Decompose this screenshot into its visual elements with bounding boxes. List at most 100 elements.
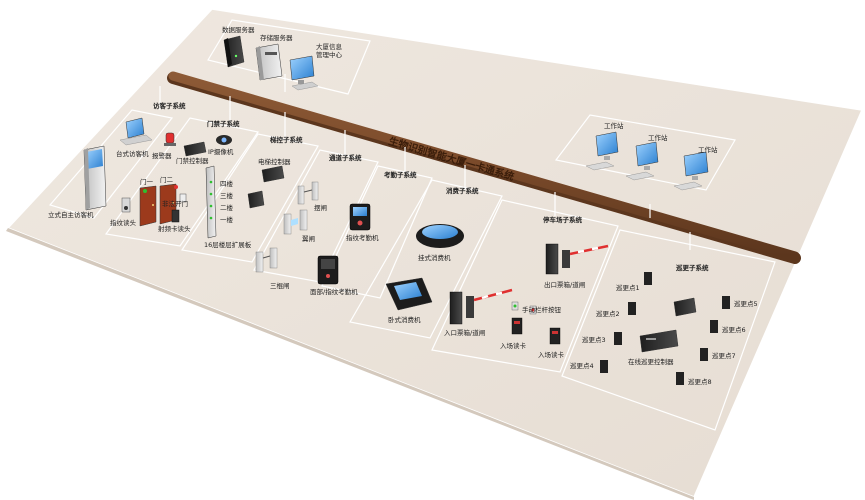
workstation-3-label: 工作站 (698, 145, 718, 154)
parking-subsystem-title: 停车场子系统 (543, 215, 583, 224)
fp-attendance-device (349, 203, 371, 231)
elevator-subsystem-title: 梯控子系统 (270, 135, 303, 144)
door-subsystem-title: 门禁子系统 (207, 119, 240, 128)
kiosk-device (83, 145, 107, 211)
wing-gate-device (283, 209, 308, 235)
patrol-point-5-label: 巡更点5 (734, 299, 758, 308)
fingerprint-head-label: 指纹读头 (110, 218, 137, 227)
mgmt-center-label-1: 大厦信息 (316, 42, 343, 51)
patrol-subsystem-title: 巡更子系统 (676, 263, 709, 272)
manual-barrier-device (511, 301, 537, 315)
door-status-dot-2 (174, 185, 178, 189)
patrol-point-8-device (676, 372, 684, 385)
card-reader-device (171, 209, 180, 223)
desktop-visitor-label: 台式访客机 (116, 149, 149, 158)
elevator-controller-device (261, 165, 285, 183)
table-pos-device (416, 224, 464, 248)
fp-attendance-label: 指纹考勤机 (346, 233, 379, 242)
floor-panel-label: 16层楼层扩展板 (204, 240, 252, 249)
parking-box (431, 199, 619, 373)
storage-server (255, 43, 283, 81)
exit-button-label: 非法开门 (162, 199, 188, 208)
elevator-controller-label: 电梯控制器 (258, 157, 291, 166)
workstation-2 (625, 141, 659, 181)
patrol-box (561, 229, 776, 431)
workstation-2-label: 工作站 (648, 133, 668, 142)
entry-reader-2-device (549, 327, 561, 345)
visitor-subsystem-title: 访客子系统 (153, 101, 186, 110)
patrol-point-7-label: 巡更点7 (712, 351, 736, 360)
attendance-subsystem-title: 考勤子系统 (384, 170, 417, 179)
ip-camera-label: IP摄像机 (208, 147, 234, 156)
desk-pos-label: 卧式消费机 (388, 315, 421, 324)
workstation-3 (673, 151, 709, 191)
storage-server-label: 存储服务器 (260, 33, 293, 42)
patrol-point-6-device (710, 320, 718, 333)
patrol-point-6-label: 巡更点6 (722, 325, 746, 334)
kiosk-label: 立式自主访客机 (48, 210, 94, 219)
patrol-controller-label: 在线巡更控制器 (628, 357, 674, 366)
workstation-area (554, 114, 736, 191)
card-reader-label: 射频卡读头 (158, 224, 191, 233)
door-2-label: 门二 (160, 175, 174, 184)
patrol-point-3-device (614, 332, 622, 345)
door-1-label: 门一 (140, 177, 154, 186)
swing-gate-label: 摆闸 (314, 203, 327, 212)
patrol-point-4-device (600, 360, 608, 373)
table-pos-label: 挂式消费机 (418, 253, 451, 262)
door-status-dot-1 (143, 189, 147, 193)
patrol-point-4-label: 巡更点4 (570, 361, 594, 370)
elevator-module-device (247, 190, 265, 209)
floor-2-label: 二楼 (220, 203, 234, 212)
floor-panel-device (205, 165, 217, 239)
floor-4-label: 四楼 (220, 179, 234, 188)
elevator-box (180, 133, 319, 263)
platform-shadow (6, 228, 694, 500)
entry-barrier-label: 入口票箱/道闸 (444, 328, 485, 337)
ip-camera-device (216, 135, 232, 145)
visitor-box (48, 109, 174, 219)
patrol-controller-device (639, 329, 679, 353)
floor-1-label: 一楼 (220, 215, 234, 224)
patrol-point-5-device (722, 296, 730, 309)
exit-barrier-device (545, 243, 609, 275)
face-attendance-device (317, 255, 339, 285)
patrol-point-2-label: 巡更点2 (596, 309, 620, 318)
patrol-panel-device (673, 297, 697, 317)
door-box (104, 117, 260, 247)
entry-reader-1-label: 入场读卡 (500, 341, 527, 350)
consumption-box (349, 179, 503, 339)
workstation-1-label: 工作站 (604, 121, 624, 130)
face-attendance-label: 面部/指纹考勤机 (310, 287, 358, 296)
patrol-point-7-device (700, 348, 708, 361)
tripod-gate-device (255, 247, 278, 273)
consumption-subsystem-title: 消费子系统 (446, 186, 479, 195)
swing-gate-device (297, 181, 319, 205)
wing-gate-label: 翼闸 (302, 235, 315, 243)
exit-button-device (179, 193, 187, 203)
door-controller-label: 门禁控制器 (176, 156, 209, 165)
tripod-gate-label: 三棍闸 (270, 281, 290, 290)
floor-3-label: 三楼 (220, 191, 234, 200)
data-server (223, 35, 245, 68)
fingerprint-head-device (121, 197, 131, 213)
manual-barrier-label: 手动栏杆按钮 (522, 305, 562, 314)
entry-reader-1-device (511, 317, 523, 335)
door-1-device (139, 185, 157, 227)
channel-subsystem-title: 通道子系统 (329, 153, 362, 162)
desktop-visitor-device (119, 117, 153, 146)
exit-barrier-label: 出口票箱/道闸 (544, 280, 585, 289)
police-light-label: 报警器 (152, 151, 172, 160)
patrol-point-1-device (644, 272, 652, 285)
entry-reader-2-label: 入场读卡 (538, 350, 565, 359)
patrol-point-8-label: 巡更点8 (688, 377, 712, 386)
patrol-point-1-label: 巡更点1 (616, 283, 640, 292)
patrol-point-2-device (628, 302, 636, 315)
patrol-point-3-label: 巡更点3 (582, 335, 606, 344)
data-server-label: 数据服务器 (222, 25, 255, 34)
desk-pos-device (385, 277, 433, 311)
door-controller-device (183, 141, 207, 157)
mgmt-monitor (289, 55, 319, 91)
mgmt-center-label-2: 管理中心 (316, 50, 343, 59)
